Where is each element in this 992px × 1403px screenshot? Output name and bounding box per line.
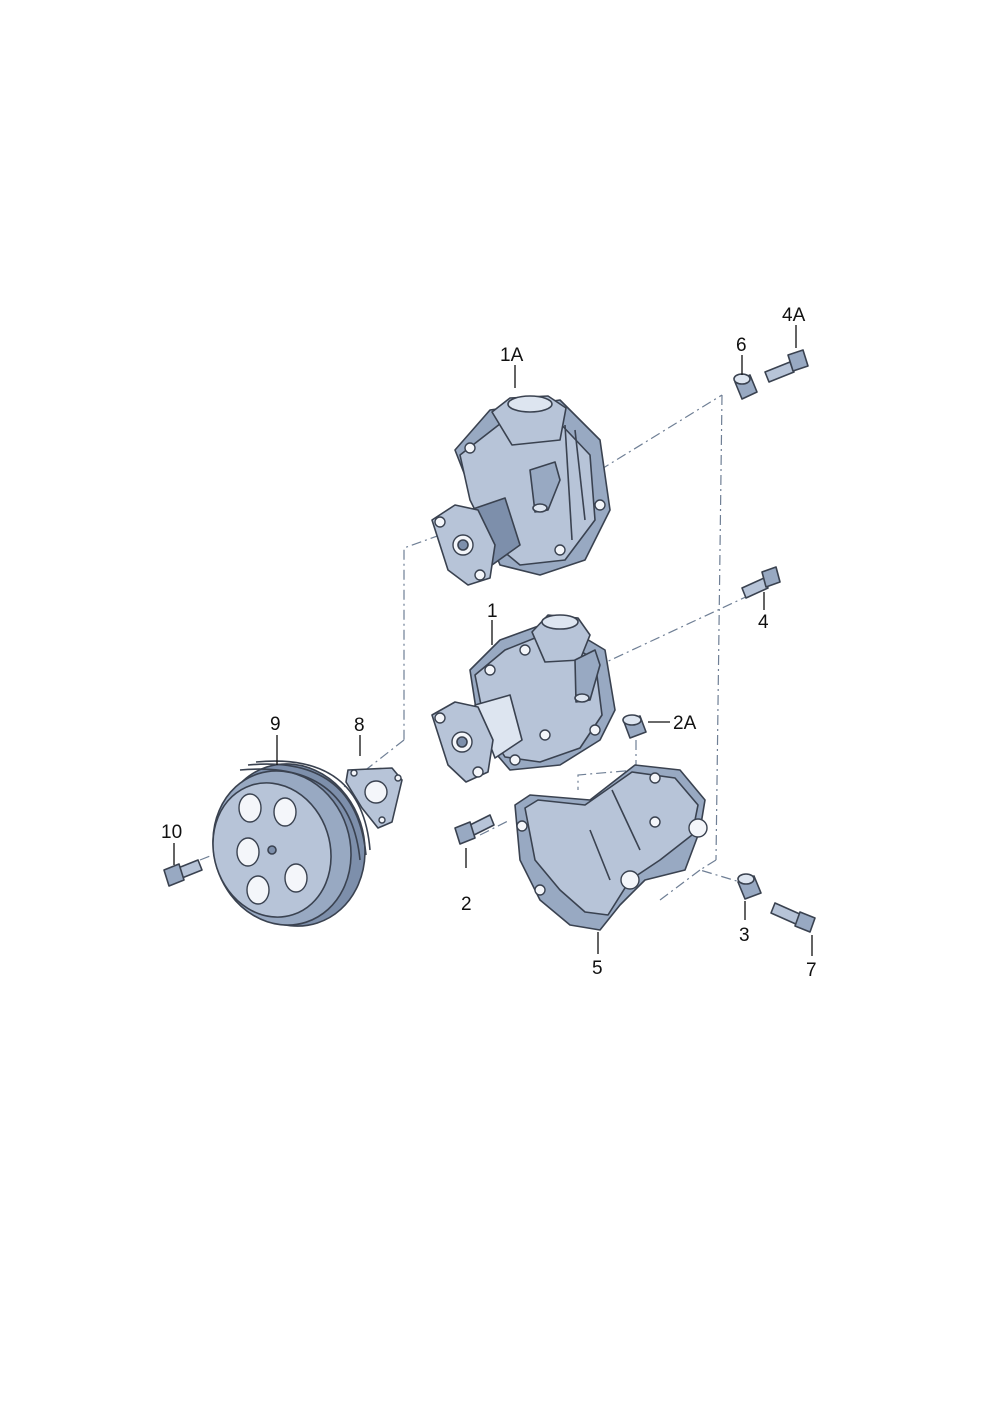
leader-lines xyxy=(173,325,813,956)
callout-1a: 1A xyxy=(500,345,524,366)
bolt-2 xyxy=(454,814,495,845)
callout-1: 1 xyxy=(487,601,498,622)
bolt-10 xyxy=(163,859,203,887)
power-steering-pump-1 xyxy=(431,614,616,783)
callout-4: 4 xyxy=(758,612,769,633)
bolt-4 xyxy=(741,566,781,599)
callout-5: 5 xyxy=(592,958,603,979)
callout-labels: 1A 1 6 4A 4 2A 2 3 7 5 8 9 10 xyxy=(161,305,817,981)
callout-10: 10 xyxy=(161,822,182,843)
pulley-9 xyxy=(212,760,371,927)
sleeve-3 xyxy=(737,873,762,900)
callout-3: 3 xyxy=(739,925,750,946)
callout-2: 2 xyxy=(461,894,472,915)
mounting-bracket-5 xyxy=(514,764,708,931)
callout-9: 9 xyxy=(270,714,281,735)
callout-7: 7 xyxy=(806,960,817,981)
bolt-4a xyxy=(764,349,809,383)
callout-4a: 4A xyxy=(782,305,806,326)
callout-8: 8 xyxy=(354,715,365,736)
sleeve-2a xyxy=(622,714,647,739)
bolt-7 xyxy=(770,902,816,933)
callout-2a: 2A xyxy=(673,713,697,734)
power-steering-pump-1a xyxy=(431,395,611,586)
callout-6: 6 xyxy=(736,335,747,356)
sleeve-6 xyxy=(733,373,758,400)
gasket-8 xyxy=(345,767,403,829)
